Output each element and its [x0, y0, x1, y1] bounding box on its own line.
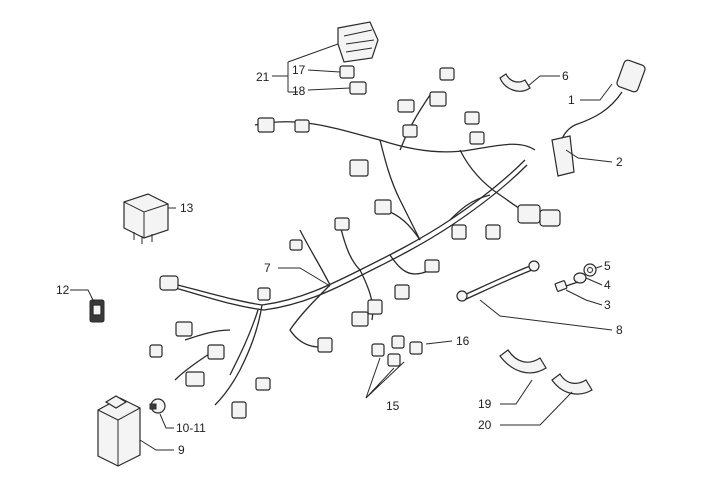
- connector: [349, 159, 369, 177]
- callout-16: 16: [456, 334, 470, 348]
- callout-7: 7: [264, 261, 271, 275]
- callout-8: 8: [616, 323, 623, 337]
- connector: [539, 209, 561, 227]
- clamp-20: [551, 373, 593, 395]
- callout-5: 5: [604, 259, 611, 273]
- connector: [159, 275, 179, 291]
- connector: [517, 204, 541, 224]
- fuse-17: [339, 65, 355, 79]
- washer-4: [573, 272, 587, 284]
- callout-19: 19: [478, 397, 492, 411]
- harness-connectors: [149, 67, 561, 419]
- callout-13: 13: [180, 201, 194, 215]
- fuse-holder: [337, 21, 379, 63]
- callout-3: 3: [604, 298, 611, 312]
- connector: [289, 239, 303, 251]
- fuses-15-16: [371, 335, 423, 367]
- connector: [257, 117, 275, 133]
- leader-lines: [70, 43, 613, 451]
- connector: [402, 124, 418, 138]
- connector: [231, 401, 247, 419]
- nut-5: [583, 263, 597, 277]
- connector: [257, 287, 271, 301]
- connector: [424, 259, 440, 273]
- component-9: [97, 395, 141, 467]
- callout-1: 1: [568, 93, 575, 107]
- callout-labels: 1 2 3 4 5 6 7 8 9 10-11 12 13 15 16 17 1…: [56, 63, 623, 457]
- connector: [469, 131, 485, 145]
- cable-clamp-6: [499, 73, 531, 92]
- connector: [464, 111, 480, 125]
- callout-15: 15: [386, 399, 400, 413]
- connector: [439, 67, 455, 81]
- callout-9: 9: [178, 443, 185, 457]
- connector: [451, 224, 467, 240]
- connector: [367, 299, 383, 315]
- bulb-10-11: [149, 398, 166, 414]
- ground-cable-8: [456, 260, 540, 302]
- connector: [207, 344, 225, 360]
- spark-plug-cap: [551, 135, 575, 177]
- clamp-19: [499, 349, 547, 374]
- connector: [485, 224, 501, 240]
- connector: [175, 321, 193, 337]
- connector: [397, 99, 415, 113]
- callout-10-11: 10-11: [176, 421, 206, 435]
- connector: [149, 344, 163, 358]
- callout-4: 4: [604, 278, 611, 292]
- connector: [185, 371, 205, 387]
- connector: [394, 284, 410, 300]
- callout-12: 12: [56, 283, 70, 297]
- connector: [255, 377, 271, 391]
- callout-17: 17: [292, 63, 306, 77]
- connector: [429, 91, 447, 107]
- connector: [294, 119, 310, 133]
- relay-13: [123, 193, 169, 244]
- callout-6: 6: [562, 69, 569, 83]
- callout-18: 18: [292, 84, 306, 98]
- callout-20: 20: [478, 418, 492, 432]
- ignition-coil-cable: [551, 59, 646, 177]
- bolt-3: [554, 280, 579, 292]
- callout-2: 2: [616, 155, 623, 169]
- fuse-18: [349, 81, 367, 95]
- switch-12: [89, 299, 105, 323]
- connector: [351, 311, 369, 327]
- connector: [374, 199, 392, 215]
- callout-21: 21: [256, 70, 270, 84]
- connector: [317, 337, 333, 353]
- connector: [334, 217, 350, 231]
